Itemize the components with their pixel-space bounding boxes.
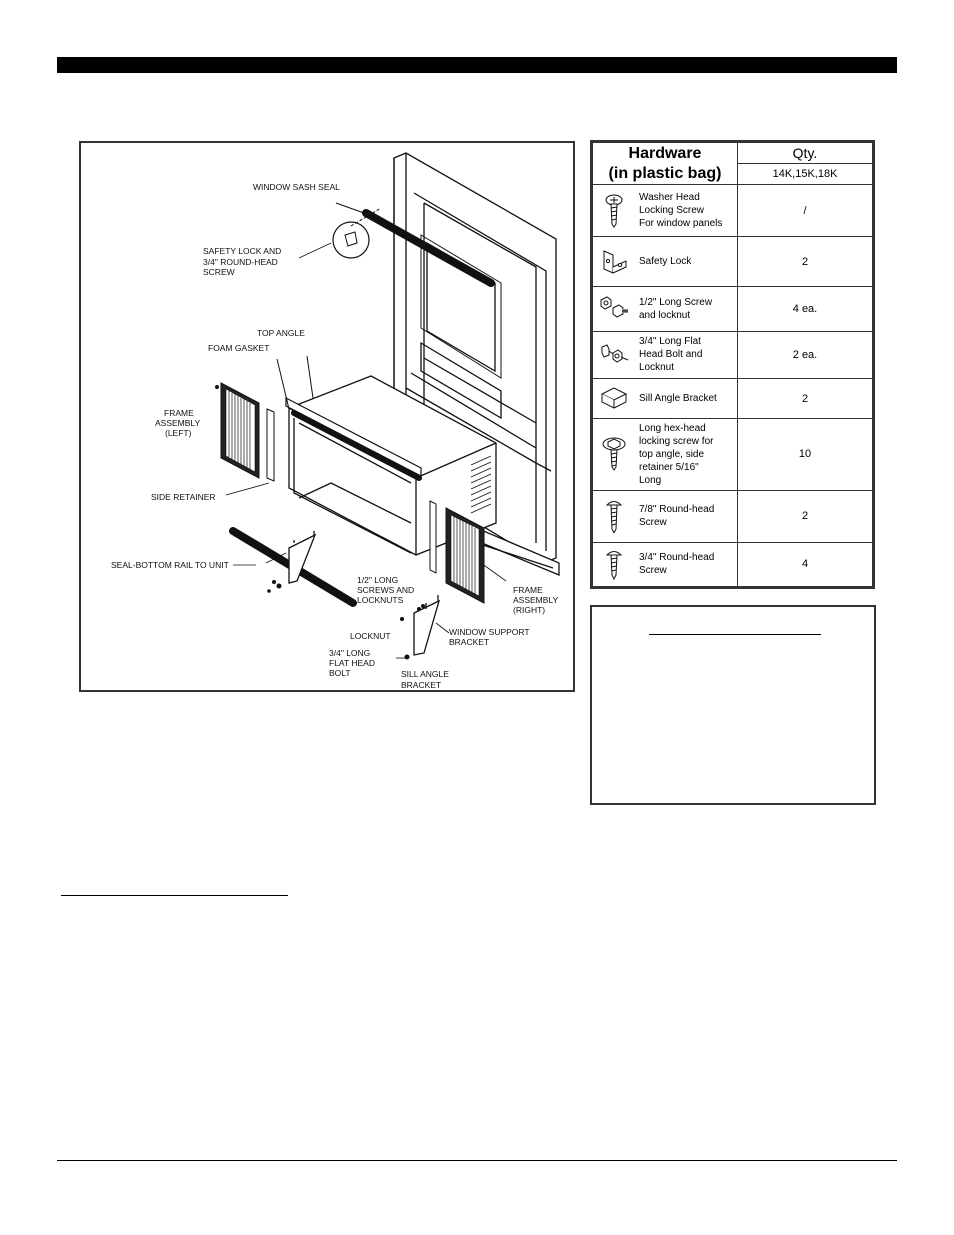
hex-head-screw-icon bbox=[602, 437, 626, 472]
table-row: 1/2" Long Screw and locknut 4 ea. bbox=[592, 285, 873, 332]
item-line: Long hex-head bbox=[639, 422, 706, 434]
item-description: Safety Lock bbox=[639, 255, 733, 268]
installation-illustration: WINDOW SASH SEAL SAFETY LOCK AND 3/4" RO… bbox=[111, 152, 560, 690]
item-line: 7/8" Round-head bbox=[639, 504, 715, 516]
leader-lines bbox=[225, 242, 507, 659]
label-frame-left-2: ASSEMBLY bbox=[155, 418, 201, 428]
item-line: Locknut bbox=[639, 362, 675, 374]
item-line: Washer Head bbox=[639, 192, 700, 204]
label-window-support-bracket-2: BRACKET bbox=[449, 637, 489, 647]
item-qty: 10 bbox=[737, 418, 873, 491]
label-safety-lock-3: SCREW bbox=[203, 267, 235, 277]
frame-assembly-right bbox=[429, 500, 485, 604]
label-frame-right: FRAME bbox=[513, 585, 543, 595]
item-line: Screw bbox=[639, 517, 667, 529]
table-row: 7/8" Round-head Screw 2 bbox=[592, 489, 873, 543]
footer-rule bbox=[57, 1160, 897, 1161]
label-window-sash-seal: WINDOW SASH SEAL bbox=[253, 182, 340, 192]
item-description: 3/4" Long Flat Head Bolt and Locknut bbox=[639, 335, 733, 374]
item-qty: 2 bbox=[737, 378, 873, 420]
label-safety-lock: SAFETY LOCK AND bbox=[203, 246, 281, 256]
label-flat-head-bolt: 3/4" LONG bbox=[329, 648, 370, 658]
note-title-underline bbox=[649, 634, 821, 635]
washer-head-screw-icon bbox=[605, 194, 623, 228]
table-row: Washer Head Locking Screw For window pan… bbox=[592, 184, 873, 238]
item-line: For window panels bbox=[639, 218, 723, 230]
window-sash-seal bbox=[362, 209, 495, 287]
item-line: Sill Angle Bracket bbox=[639, 393, 717, 405]
label-side-retainer: SIDE RETAINER bbox=[151, 492, 216, 502]
section-heading-underline bbox=[61, 895, 288, 896]
table-row: 3/4" Round-head Screw 4 bbox=[592, 541, 873, 588]
label-seal-bottom-rail: SEAL-BOTTOM RAIL TO UNIT bbox=[111, 560, 229, 570]
item-description: Long hex-head locking screw for top angl… bbox=[639, 422, 733, 487]
label-frame-left: FRAME bbox=[164, 408, 194, 418]
item-line: retainer 5/16" bbox=[639, 461, 699, 473]
table-row: 3/4" Long Flat Head Bolt and Locknut 2 e… bbox=[592, 330, 873, 380]
table-row: Sill Angle Bracket 2 bbox=[592, 378, 873, 420]
item-line: Locking Screw bbox=[639, 205, 705, 217]
item-description: Sill Angle Bracket bbox=[639, 392, 733, 405]
label-frame-right-3: (RIGHT) bbox=[513, 605, 545, 615]
sill-angle-bracket-icon bbox=[600, 387, 628, 409]
item-line: locking screw for bbox=[639, 435, 714, 447]
item-qty: 2 ea. bbox=[737, 330, 873, 380]
round-head-screw-long-icon bbox=[605, 501, 623, 534]
safety-lock-icon bbox=[603, 249, 627, 274]
label-frame-right-2: ASSEMBLY bbox=[513, 595, 559, 605]
item-description: 7/8" Round-head Screw bbox=[639, 503, 733, 529]
screw-and-locknut-icon bbox=[600, 296, 628, 318]
note-box bbox=[590, 605, 876, 805]
window-support-bracket-left bbox=[288, 531, 317, 584]
label-locknut: LOCKNUT bbox=[350, 631, 391, 641]
item-qty: 2 bbox=[737, 236, 873, 287]
item-line: Safety Lock bbox=[639, 256, 692, 268]
label-frame-left-3: (LEFT) bbox=[165, 428, 192, 438]
item-qty: 4 ea. bbox=[737, 285, 873, 332]
flat-head-bolt-icon bbox=[601, 344, 629, 363]
qty-header: Qty. bbox=[737, 141, 873, 165]
foam-gasket bbox=[291, 410, 422, 481]
label-half-inch-screws-3: LOCKNUTS bbox=[357, 595, 404, 605]
item-line: 3/4" Round-head bbox=[639, 552, 715, 564]
item-qty: 4 bbox=[737, 541, 873, 588]
item-description: 3/4" Round-head Screw bbox=[639, 551, 733, 577]
table-row: Long hex-head locking screw for top angl… bbox=[592, 418, 873, 491]
header-bar bbox=[57, 57, 897, 73]
label-flat-head-bolt-3: BOLT bbox=[329, 668, 351, 678]
label-window-support-bracket: WINDOW SUPPORT bbox=[449, 627, 530, 637]
item-description: Washer Head Locking Screw For window pan… bbox=[639, 191, 733, 230]
round-head-screw-short-icon bbox=[605, 551, 623, 581]
label-half-inch-screws: 1/2" LONG bbox=[357, 575, 398, 585]
item-qty: 2 bbox=[737, 489, 873, 543]
frame-assembly-left bbox=[220, 382, 275, 482]
label-safety-lock-2: 3/4" ROUND-HEAD bbox=[203, 257, 278, 267]
item-qty: / bbox=[737, 184, 873, 238]
label-sill-angle-bracket: SILL ANGLE bbox=[401, 669, 449, 679]
item-line: Screw bbox=[639, 565, 667, 577]
hardware-header-line1: Hardware bbox=[628, 144, 702, 162]
label-top-angle: TOP ANGLE bbox=[257, 328, 305, 338]
hardware-table: Hardware (in plastic bag) Qty. 14K,15K,1… bbox=[590, 140, 875, 589]
label-flat-head-bolt-2: FLAT HEAD bbox=[329, 658, 375, 668]
safety-lock-detail bbox=[332, 207, 382, 259]
item-line: Head Bolt and bbox=[639, 349, 703, 361]
qty-models: 14K,15K,18K bbox=[737, 163, 873, 186]
item-line: Long bbox=[639, 474, 662, 486]
item-description: 1/2" Long Screw and locknut bbox=[639, 296, 733, 322]
item-line: top angle, side bbox=[639, 448, 705, 460]
label-foam-gasket: FOAM GASKET bbox=[208, 343, 269, 353]
label-half-inch-screws-2: SCREWS AND bbox=[357, 585, 414, 595]
table-row: Safety Lock 2 bbox=[592, 236, 873, 287]
hardware-header-line2: (in plastic bag) bbox=[608, 164, 722, 182]
label-sill-angle-bracket-2: BRACKET bbox=[401, 680, 441, 690]
hardware-header: Hardware (in plastic bag) bbox=[592, 141, 738, 186]
item-line: and locknut bbox=[639, 309, 691, 321]
installation-diagram: WINDOW SASH SEAL SAFETY LOCK AND 3/4" RO… bbox=[79, 141, 575, 692]
item-line: 3/4" Long Flat bbox=[639, 336, 701, 348]
item-line: 1/2" Long Screw bbox=[639, 296, 713, 308]
window-support-bracket-right bbox=[413, 595, 441, 656]
